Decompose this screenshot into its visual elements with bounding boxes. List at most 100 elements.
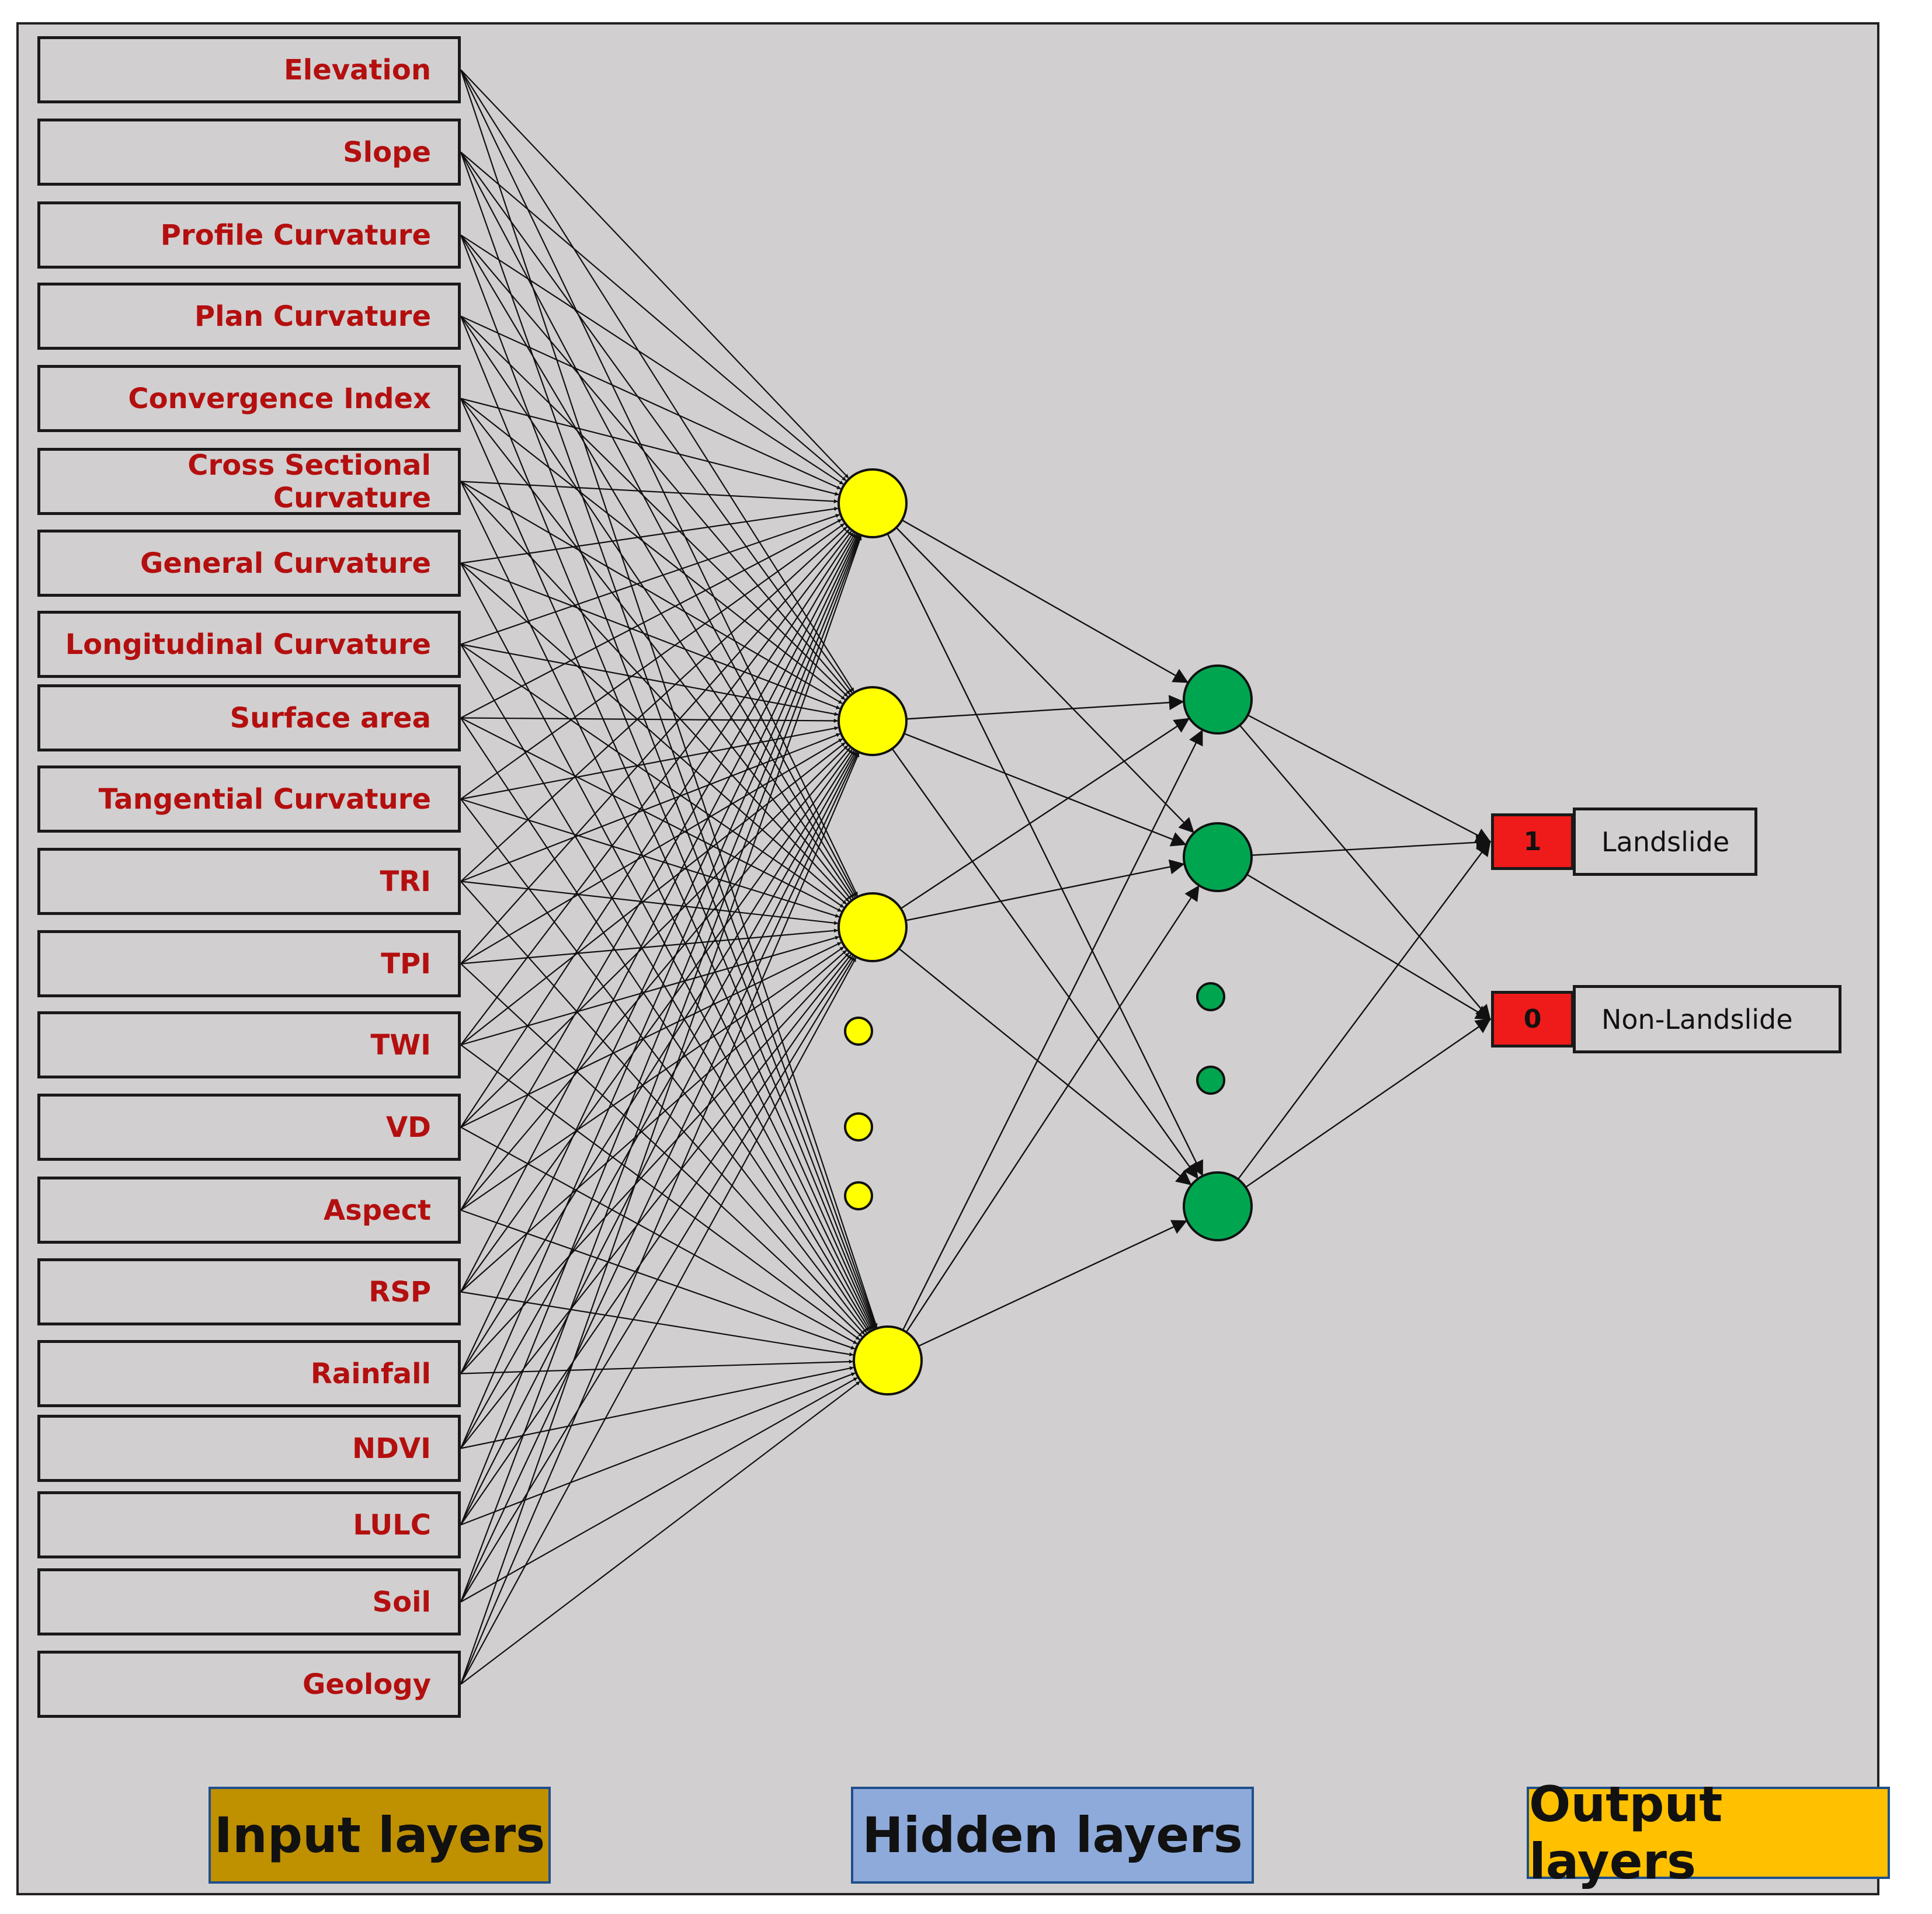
edge-input-to-hidden1: [460, 507, 839, 564]
edge-input-to-hidden1: [460, 531, 852, 1046]
edge-input-to-hidden1: [460, 733, 840, 882]
edge-input-to-hidden1: [460, 717, 838, 723]
edge-input-to-hidden1: [460, 798, 840, 918]
legend-hidden-label: Hidden layers: [862, 1807, 1243, 1864]
edge-input-to-hidden1: [460, 955, 853, 1526]
hidden1-node: [838, 468, 908, 538]
input-node-label: Elevation: [283, 53, 431, 86]
legend-output-label: Output layers: [1529, 1776, 1723, 1890]
input-node-box: Slope: [37, 119, 461, 186]
input-node-box: TWI: [37, 1011, 461, 1078]
hidden1-ellipsis-dot: [844, 1017, 873, 1046]
hidden1-ellipsis-dot: [844, 1181, 873, 1210]
edge-input-to-hidden1: [460, 315, 848, 697]
edge-input-to-hidden1: [460, 315, 842, 490]
edge-input-to-hidden1: [460, 398, 839, 496]
input-node-box: Aspect: [37, 1177, 461, 1244]
input-node-box: Soil: [37, 1568, 461, 1635]
edge-input-to-hidden1: [460, 528, 850, 965]
edge-hidden1-to-hidden2: [901, 519, 1189, 683]
output-label: Landslide: [1601, 826, 1730, 858]
edge-input-to-hidden1: [460, 151, 857, 897]
input-node-label: NDVI: [352, 1432, 431, 1465]
input-node-box: VD: [37, 1094, 461, 1161]
input-node-label: TRI: [380, 865, 431, 898]
edge-input-to-hidden1: [460, 316, 875, 1329]
input-node-box: Surface area: [37, 684, 461, 751]
input-node-label: Longitudinal Curvature: [65, 628, 431, 661]
input-node-box: TPI: [37, 930, 461, 997]
edge-input-to-hidden1: [460, 151, 853, 694]
edge-input-to-hidden1: [460, 532, 854, 1128]
output-label-box: Landslide: [1573, 808, 1757, 876]
legend-input-layers: Input layers: [209, 1787, 551, 1884]
edge-hidden2-to-output: [1251, 834, 1492, 856]
edge-input-to-hidden1: [460, 481, 838, 503]
edge-input-to-hidden1: [460, 753, 860, 1685]
edge-input-to-hidden1: [460, 1126, 857, 1345]
edge-input-to-hidden1: [460, 742, 846, 1046]
input-node-label: Convergence Index: [128, 382, 431, 415]
edge-input-to-hidden1: [460, 69, 854, 692]
hidden2-ellipsis-dot: [1196, 982, 1225, 1011]
edge-input-to-hidden1: [460, 398, 846, 700]
edge-hidden1-to-hidden2: [900, 718, 1190, 910]
edge-input-to-hidden1: [460, 1372, 856, 1526]
input-node-label: Geology: [302, 1668, 431, 1701]
edge-hidden2-to-output: [1239, 725, 1491, 1021]
edge-input-to-hidden1: [460, 235, 876, 1328]
edge-input-to-hidden1: [460, 881, 839, 925]
edge-input-to-hidden1: [460, 749, 853, 1293]
input-node-label: General Curvature: [140, 547, 431, 580]
edge-input-to-hidden1: [460, 958, 857, 1685]
edge-input-to-hidden1: [460, 750, 854, 1374]
edge-hidden1-to-hidden2: [906, 695, 1184, 720]
edge-input-to-hidden1: [460, 315, 854, 899]
edge-hidden2-to-output: [1246, 874, 1492, 1020]
hidden2-ellipsis-dot: [1196, 1066, 1225, 1095]
edge-input-to-hidden1: [460, 534, 859, 1374]
edge-input-to-hidden1: [460, 1381, 860, 1685]
edge-input-to-hidden1: [460, 481, 850, 902]
edge-input-to-hidden1: [460, 751, 857, 1526]
input-node-box: TRI: [37, 848, 461, 915]
input-node-box: Convergence Index: [37, 365, 461, 432]
input-node-box: Profile Curvature: [37, 201, 461, 269]
edge-input-to-hidden1: [460, 717, 869, 1332]
edge-hidden2-to-output: [1247, 714, 1492, 843]
edge-input-to-hidden1: [460, 523, 845, 800]
edge-input-to-hidden1: [460, 69, 849, 479]
edge-hidden1-to-hidden2: [904, 733, 1187, 847]
input-node-label: Soil: [372, 1585, 431, 1619]
edge-input-to-hidden1: [460, 1044, 860, 1341]
input-node-label: Slope: [343, 135, 431, 169]
input-node-label: TPI: [381, 947, 431, 980]
edge-input-to-hidden1: [460, 69, 859, 896]
input-node-box: General Curvature: [37, 530, 461, 597]
edge-input-to-hidden1: [460, 1377, 858, 1603]
output-code-box: 1: [1491, 813, 1574, 870]
input-node-label: LULC: [353, 1508, 431, 1541]
edge-input-to-hidden1: [460, 1359, 853, 1374]
input-node-label: Aspect: [323, 1193, 431, 1227]
hidden2-node: [1183, 664, 1253, 735]
input-node-box: Plan Curvature: [37, 283, 461, 350]
input-node-label: RSP: [369, 1275, 431, 1309]
edge-input-to-hidden1: [460, 69, 878, 1328]
edge-input-to-hidden1: [460, 946, 845, 1211]
hidden1-ellipsis-dot: [844, 1112, 873, 1142]
output-code: 0: [1523, 1004, 1542, 1034]
input-node-box: Cross Sectional Curvature: [37, 448, 461, 515]
legend-input-label: Input layers: [214, 1807, 545, 1864]
edge-hidden1-to-hidden2: [905, 885, 1200, 1333]
edge-input-to-hidden1: [460, 738, 843, 965]
edge-input-to-hidden1: [460, 935, 839, 1046]
input-node-box: Longitudinal Curvature: [37, 611, 461, 678]
hidden1-node: [838, 892, 908, 962]
edge-input-to-hidden1: [460, 398, 852, 900]
hidden2-node: [1183, 822, 1253, 892]
hidden1-node: [853, 1325, 923, 1396]
output-code-box: 0: [1491, 991, 1574, 1048]
input-node-box: Rainfall: [37, 1340, 461, 1407]
edge-hidden1-to-hidden2: [918, 1220, 1187, 1347]
